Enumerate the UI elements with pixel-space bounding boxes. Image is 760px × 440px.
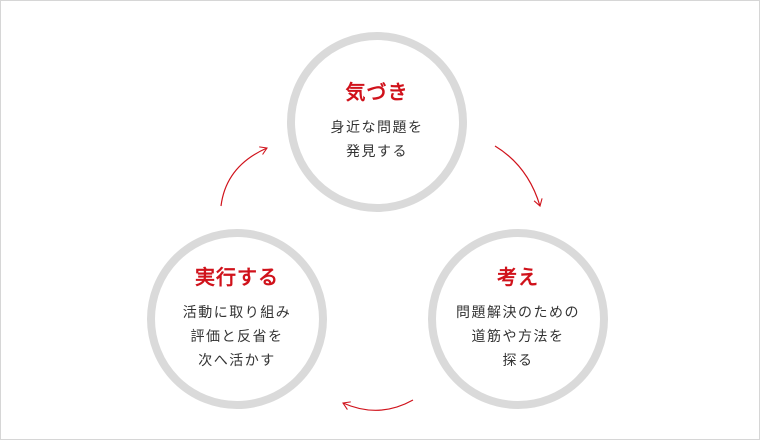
node-description: 身近な問題を 発見する — [331, 116, 424, 164]
node-description-line: 道筋や方法を — [471, 329, 565, 345]
arrow-execute-to-awareness — [220, 146, 268, 207]
arrow-think-to-execute — [342, 399, 414, 411]
node-description: 問題解決のための 道筋や方法を 探る — [456, 301, 580, 373]
node-description-line: 探る — [502, 353, 534, 369]
node-title: 気づき — [345, 80, 409, 104]
node-description-line: 次へ活かす — [198, 353, 276, 369]
node-description-line: 問題解決のための — [456, 305, 580, 321]
cycle-node-think: 考え 問題解決のための 道筋や方法を 探る — [428, 229, 608, 409]
node-title: 実行する — [195, 265, 279, 289]
node-description-line: 身近な問題を — [330, 120, 424, 136]
node-title: 考え — [497, 265, 539, 289]
arrow-awareness-to-think — [494, 145, 543, 207]
node-description: 活動に取り組み 評価と反省を 次へ活かす — [183, 301, 292, 373]
node-description-line: 評価と反省を — [190, 329, 284, 345]
cycle-node-execute: 実行する 活動に取り組み 評価と反省を 次へ活かす — [147, 229, 327, 409]
node-description-line: 発見する — [346, 144, 408, 160]
node-description-line: 活動に取り組み — [182, 305, 292, 321]
cycle-node-awareness: 気づき 身近な問題を 発見する — [287, 32, 467, 212]
